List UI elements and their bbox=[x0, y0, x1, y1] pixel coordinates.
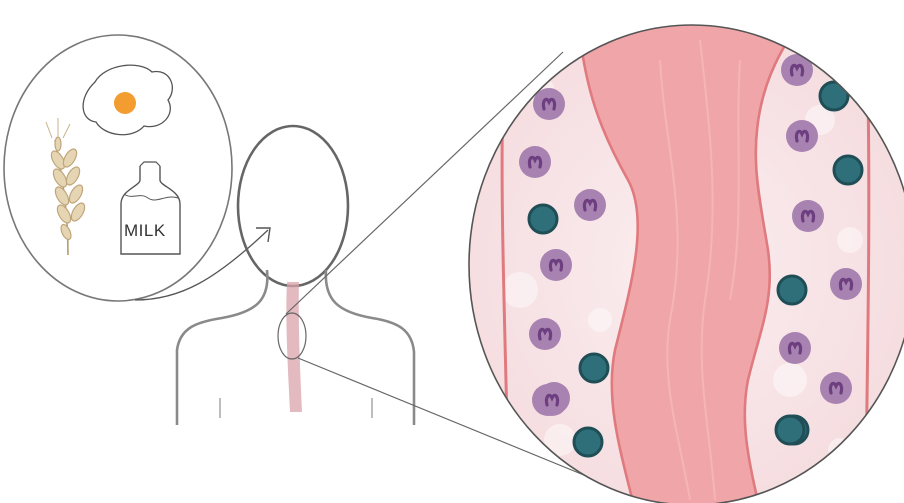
eosinophil-cell bbox=[533, 88, 565, 120]
milk-label: MILK bbox=[124, 221, 166, 240]
eosinophil-cell bbox=[540, 249, 572, 281]
eosinophil-cell bbox=[779, 332, 811, 364]
eosinophil-cell bbox=[781, 54, 813, 86]
immune-cell bbox=[834, 156, 862, 184]
immune-cell bbox=[574, 428, 602, 456]
eosinophil-cell bbox=[536, 384, 568, 416]
head-outline bbox=[238, 126, 348, 286]
eosinophil-cell bbox=[786, 120, 818, 152]
right-shoulder-outline bbox=[326, 270, 414, 425]
eosinophil-cell bbox=[529, 318, 561, 350]
eosinophil-cell bbox=[830, 268, 862, 300]
eosinophil-cell bbox=[574, 189, 606, 221]
immune-cell bbox=[580, 354, 608, 382]
food-bubble: MILK bbox=[4, 35, 232, 301]
eosinophil-cell bbox=[792, 200, 824, 232]
zoom-circle bbox=[460, 20, 904, 503]
left-shoulder-outline bbox=[177, 270, 267, 425]
immune-cell bbox=[778, 276, 806, 304]
eosinophil-cell bbox=[820, 372, 852, 404]
immune-cell bbox=[776, 416, 804, 444]
eosinophil-cell bbox=[519, 146, 551, 178]
egg-yolk bbox=[114, 92, 136, 114]
immune-cell bbox=[529, 205, 557, 233]
immune-cell bbox=[820, 82, 848, 110]
